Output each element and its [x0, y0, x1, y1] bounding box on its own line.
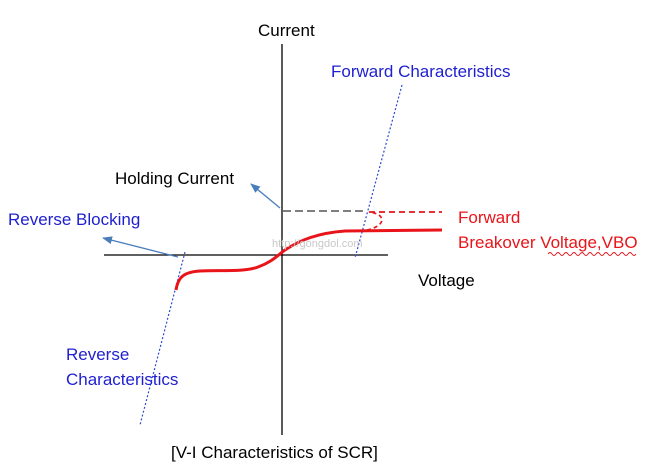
x-axis-label: Voltage — [418, 271, 475, 290]
switching-loop — [366, 211, 383, 231]
vi-curve — [174, 228, 443, 291]
reverse-characteristics-label-line2: Characteristics — [66, 370, 178, 389]
watermark: http://gongdol.com — [272, 238, 363, 250]
spellcheck-squiggle — [547, 252, 637, 256]
holding-current-arrow — [250, 183, 281, 209]
forward-breakover-label-line2: Breakover Voltage,VBO — [458, 233, 638, 252]
holding-current-label: Holding Current — [115, 169, 234, 188]
reverse-blocking-arrow — [102, 236, 179, 258]
forward-characteristics-label: Forward Characteristics — [331, 62, 511, 81]
reverse-blocking-label: Reverse Blocking — [8, 210, 140, 229]
forward-breakover-label-line1: Forward — [458, 208, 520, 227]
y-axis-label: Current — [258, 21, 315, 40]
reverse-characteristics-label-line1: Reverse — [66, 345, 129, 364]
reverse-guide-line — [139, 251, 186, 426]
forward-guide-line — [354, 84, 403, 259]
diagram-caption: [V-I Characteristics of SCR] — [171, 443, 378, 462]
